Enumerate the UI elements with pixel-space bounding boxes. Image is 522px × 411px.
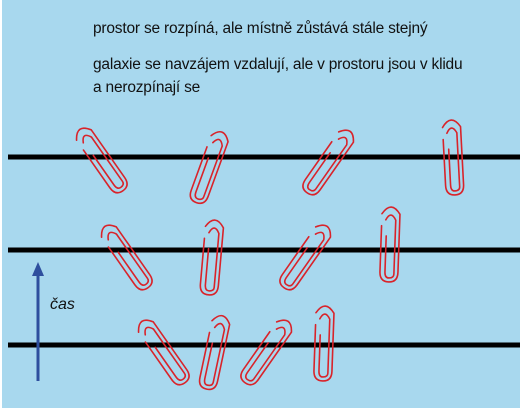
paperclip-middle [199,219,225,296]
caption-line-3: a nerozpínají se [93,79,201,96]
paperclip-top [75,127,128,194]
caption-line-2: galaxie se navzájem vzdalují, ale v pros… [93,56,463,73]
paperclip-bottom [313,305,335,382]
paperclip-top [441,119,465,196]
paperclip-bottom [240,319,293,386]
time-arrow [32,262,44,381]
paperclip-middle [279,224,332,291]
paperclip-middle [100,224,153,291]
paperclips [75,119,465,391]
paperclip-middle [379,206,401,283]
paperclip-bottom [137,319,190,386]
time-axis-label: čas [50,296,75,313]
paperclip-bottom [198,314,231,391]
paperclip-top [189,130,229,205]
paperclip-top [302,129,355,196]
caption-line-1: prostor se rozpíná, ale místně zůstává s… [93,20,428,37]
